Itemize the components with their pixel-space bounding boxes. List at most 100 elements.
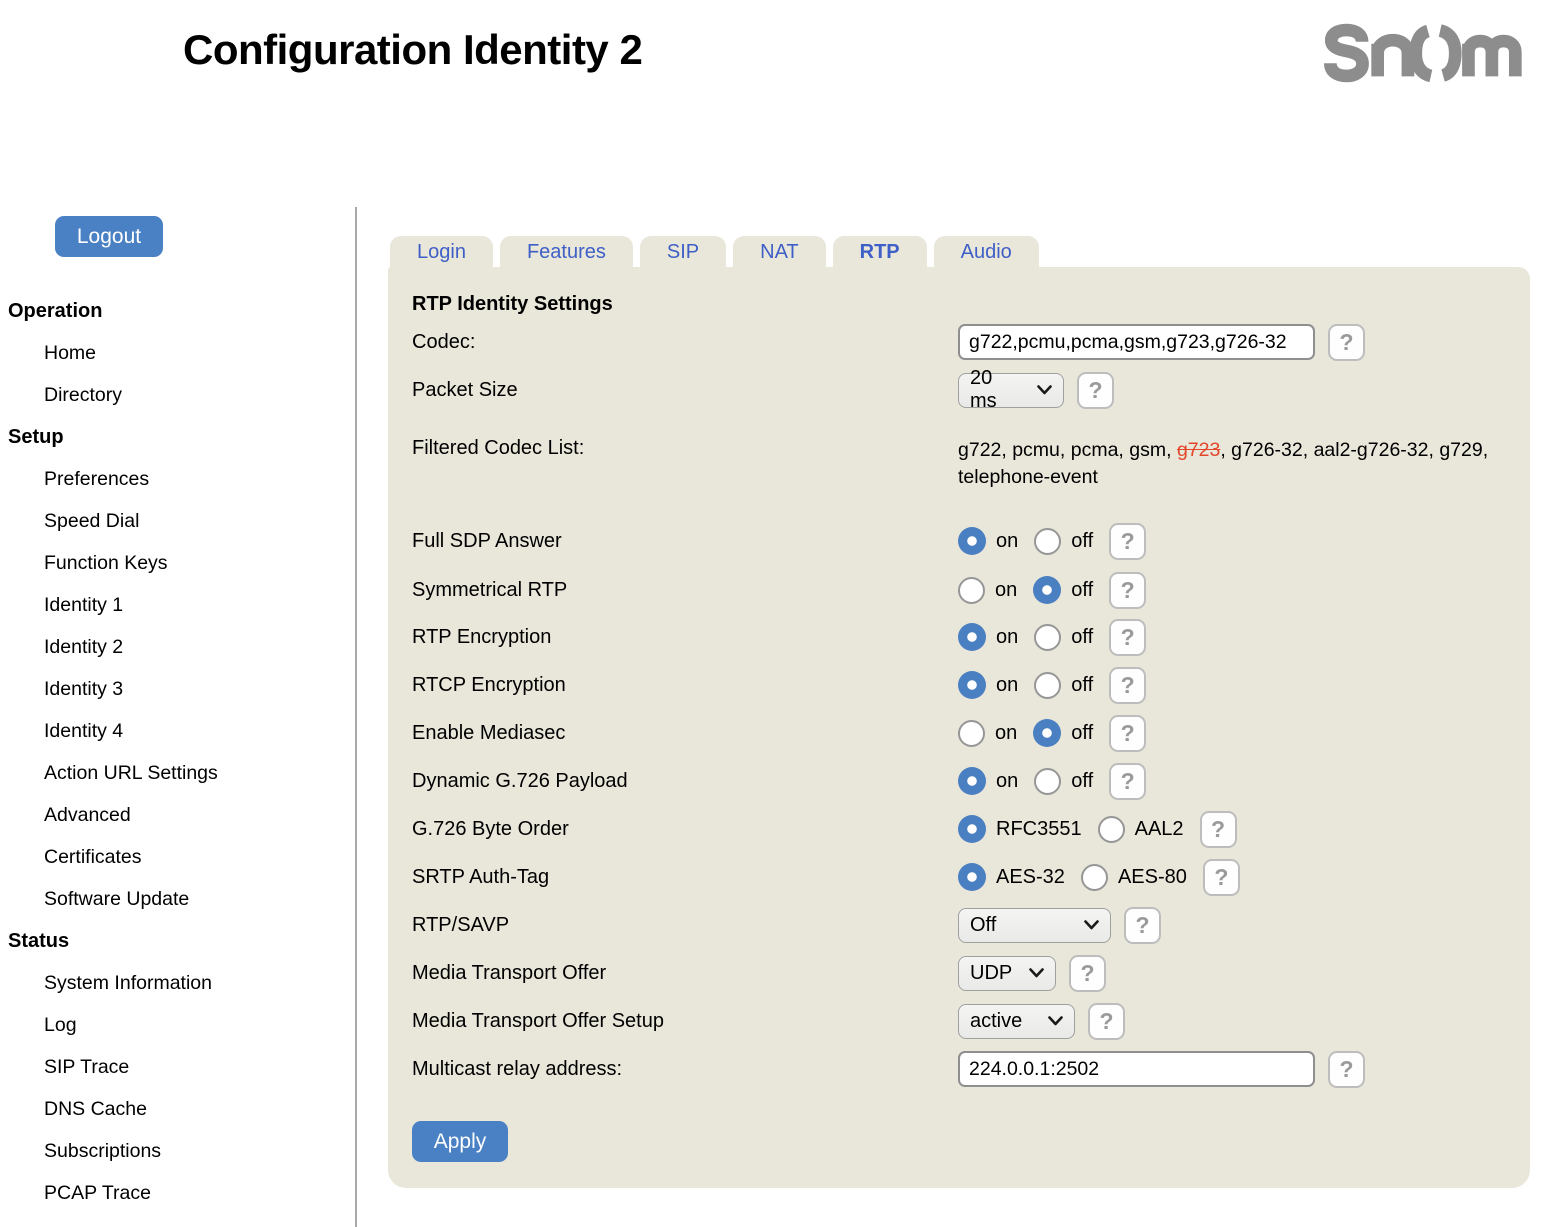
sidebar-item-pcap-trace[interactable]: PCAP Trace: [44, 1181, 151, 1204]
g726-byte-order-help-button[interactable]: ?: [1199, 810, 1237, 848]
sidebar-item-identity-1[interactable]: Identity 1: [44, 593, 124, 616]
rtcp-encryption-off-radio[interactable]: [1034, 671, 1062, 699]
media-transport-offer-value: UDP: [970, 961, 1013, 984]
apply-button[interactable]: Apply: [412, 1121, 508, 1162]
media-transport-offer-setup-help-button[interactable]: ?: [1088, 1002, 1125, 1040]
byte-order-aal2-radio[interactable]: [1097, 815, 1125, 843]
multicast-relay-address-input[interactable]: [958, 1051, 1315, 1087]
filtered-codec-before: g722, pcmu, pcma, gsm,: [958, 439, 1177, 461]
multicast-relay-address-help-button[interactable]: ?: [1328, 1050, 1365, 1088]
byte-order-aal2-label: AAL2: [1134, 817, 1184, 840]
dynamic-g726-payload-on-radio[interactable]: [958, 767, 986, 795]
tab-audio[interactable]: Audio: [933, 236, 1039, 268]
dynamic-g726-payload-label: Dynamic G.726 Payload: [412, 769, 628, 792]
logout-button[interactable]: Logout: [55, 216, 163, 257]
rtp-savp-help-button[interactable]: ?: [1124, 906, 1161, 944]
on-option-label: on: [996, 625, 1019, 648]
srtp-aes-32-radio[interactable]: [958, 863, 986, 891]
symmetrical-rtp-off-radio[interactable]: [1033, 576, 1062, 604]
dynamic-g726-payload-row: Dynamic G.726 Payload on off ?: [412, 761, 1147, 801]
sidebar-item-function-keys[interactable]: Function Keys: [44, 551, 168, 574]
codec-row: Codec: ?: [412, 322, 1365, 362]
rtp-savp-select[interactable]: Off: [958, 907, 1111, 943]
on-option-label: on: [995, 578, 1018, 601]
sidebar-item-software-update[interactable]: Software Update: [44, 887, 190, 910]
sidebar-item-certificates[interactable]: Certificates: [44, 845, 142, 868]
byte-order-rfc3551-radio[interactable]: [958, 815, 986, 843]
tab-bar: Login Features SIP NAT RTP Audio: [390, 236, 1039, 268]
full-sdp-answer-off-radio[interactable]: [1034, 527, 1062, 555]
sidebar-item-action-url-settings[interactable]: Action URL Settings: [44, 761, 218, 784]
sidebar-item-dns-cache[interactable]: DNS Cache: [44, 1097, 147, 1120]
media-transport-offer-setup-select[interactable]: active: [958, 1003, 1075, 1039]
full-sdp-answer-on-radio[interactable]: [958, 527, 986, 555]
rtcp-encryption-on-radio[interactable]: [958, 671, 986, 699]
tab-features[interactable]: Features: [499, 236, 633, 268]
filtered-codec-list: g722, pcmu, pcma, gsm, g723, g726-32, aa…: [958, 437, 1503, 491]
chevron-down-icon: [1084, 920, 1099, 930]
rtp-savp-row: RTP/SAVP Off ?: [412, 905, 1161, 945]
media-transport-offer-row: Media Transport Offer UDP ?: [412, 953, 1106, 993]
sidebar-item-sip-trace[interactable]: SIP Trace: [44, 1055, 130, 1078]
tab-nat[interactable]: NAT: [733, 236, 826, 268]
sidebar-item-identity-2[interactable]: Identity 2: [44, 635, 124, 658]
sidebar-item-advanced[interactable]: Advanced: [44, 803, 131, 826]
sidebar-item-home[interactable]: Home: [44, 341, 97, 364]
on-option-label: on: [995, 721, 1018, 744]
enable-mediasec-on-radio[interactable]: [958, 719, 985, 747]
sidebar-heading-status: Status: [8, 929, 70, 952]
sidebar-divider: [355, 207, 357, 1227]
srtp-auth-tag-help-button[interactable]: ?: [1202, 858, 1240, 896]
sidebar-item-log[interactable]: Log: [44, 1013, 77, 1036]
sidebar-heading-setup: Setup: [8, 425, 64, 448]
off-option-label: off: [1071, 578, 1094, 601]
rtp-encryption-on-radio[interactable]: [958, 623, 986, 651]
tab-sip[interactable]: SIP: [639, 236, 727, 268]
snom-logo: [1323, 18, 1528, 93]
sidebar-item-preferences[interactable]: Preferences: [44, 467, 150, 490]
symmetrical-rtp-on-radio[interactable]: [958, 576, 985, 604]
dynamic-g726-payload-help-button[interactable]: ?: [1109, 762, 1147, 800]
srtp-aes-80-radio[interactable]: [1080, 863, 1108, 891]
sidebar-item-directory[interactable]: Directory: [44, 383, 123, 406]
packet-size-value: 20 ms: [970, 367, 997, 412]
tab-rtp[interactable]: RTP: [832, 236, 927, 268]
sidebar-item-system-information[interactable]: System Information: [44, 971, 212, 994]
codec-help-button[interactable]: ?: [1328, 323, 1365, 361]
enable-mediasec-off-radio[interactable]: [1033, 719, 1062, 747]
enable-mediasec-label: Enable Mediasec: [412, 721, 566, 744]
srtp-aes-32-label: AES-32: [996, 865, 1065, 888]
enable-mediasec-help-button[interactable]: ?: [1109, 714, 1147, 752]
media-transport-offer-setup-value: active: [970, 1009, 1023, 1032]
sidebar-item-subscriptions[interactable]: Subscriptions: [44, 1139, 162, 1162]
packet-size-help-button[interactable]: ?: [1077, 371, 1114, 409]
enable-mediasec-row: Enable Mediasec on off ?: [412, 713, 1147, 753]
sidebar-item-speed-dial[interactable]: Speed Dial: [44, 509, 140, 532]
full-sdp-answer-help-button[interactable]: ?: [1109, 522, 1147, 560]
page-title: Configuration Identity 2: [183, 26, 643, 73]
dynamic-g726-payload-off-radio[interactable]: [1034, 767, 1062, 795]
rtp-encryption-row: RTP Encryption on off ?: [412, 617, 1147, 657]
media-transport-offer-select[interactable]: UDP: [958, 955, 1056, 991]
sidebar-item-identity-3[interactable]: Identity 3: [44, 677, 124, 700]
codec-input[interactable]: [958, 324, 1315, 360]
sidebar-item-identity-4[interactable]: Identity 4: [44, 719, 124, 742]
filtered-codec-label: Filtered Codec List:: [412, 437, 585, 459]
symmetrical-rtp-help-button[interactable]: ?: [1109, 571, 1147, 609]
on-option-label: on: [996, 673, 1019, 696]
filtered-codec-after: , g726-32, aal2-g726-32, g729, telephone…: [958, 439, 1489, 488]
media-transport-offer-help-button[interactable]: ?: [1069, 954, 1106, 992]
rtp-encryption-help-button[interactable]: ?: [1109, 618, 1147, 656]
packet-size-select[interactable]: 20 ms: [958, 367, 1064, 412]
g726-byte-order-label: G.726 Byte Order: [412, 817, 569, 840]
off-option-label: off: [1071, 769, 1094, 792]
multicast-relay-address-label: Multicast relay address:: [412, 1057, 623, 1080]
rtcp-encryption-help-button[interactable]: ?: [1109, 666, 1147, 704]
tab-login[interactable]: Login: [390, 236, 493, 268]
sidebar-heading-operation: Operation: [8, 299, 103, 322]
rtp-encryption-off-radio[interactable]: [1034, 623, 1062, 651]
g726-byte-order-row: G.726 Byte Order RFC3551 AAL2 ?: [412, 809, 1237, 849]
on-option-label: on: [996, 769, 1019, 792]
filtered-codec-struck: g723: [1176, 439, 1221, 461]
symmetrical-rtp-label: Symmetrical RTP: [412, 578, 568, 601]
